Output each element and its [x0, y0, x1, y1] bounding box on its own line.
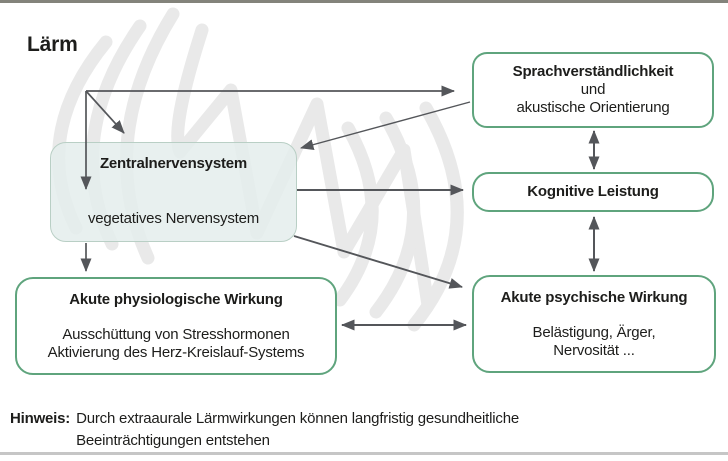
cns-box-title: Zentralnervensystem	[99, 155, 248, 172]
footnote: Hinweis: Durch extraaurale Lärmwirkungen…	[10, 408, 519, 452]
speech-box-line2: und	[580, 81, 606, 98]
page-title: Lärm	[27, 33, 78, 56]
acute-physiological-effect-box: Akute physiologische Wirkung Ausschüttun…	[15, 277, 337, 375]
central-nervous-system-box: Zentralnervensystem vegetatives Nervensy…	[50, 142, 297, 242]
psych-box-line2: Belästigung, Ärger,	[532, 323, 656, 341]
spacer	[474, 307, 714, 324]
top-divider	[0, 0, 728, 3]
acute-psychological-effect-box: Akute psychische Wirkung Belästigung, Är…	[472, 275, 716, 373]
cognitive-performance-box: Kognitive Leistung	[472, 172, 714, 212]
bottom-divider	[0, 452, 728, 455]
speech-intelligibility-box: Sprachverständlichkeit und akustische Or…	[472, 52, 714, 128]
cns-box-subtitle: vegetatives Nervensystem	[87, 210, 260, 227]
physio-box-line2: Ausschüttung von Stresshormonen	[62, 325, 290, 343]
footnote-line1: Durch extraaurale Lärmwirkungen können l…	[76, 410, 519, 427]
psych-box-title: Akute psychische Wirkung	[500, 288, 688, 306]
speech-box-line3: akustische Orientierung	[516, 99, 670, 116]
physio-box-title: Akute physiologische Wirkung	[69, 290, 283, 308]
footnote-label: Hinweis:	[10, 410, 71, 427]
speech-box-title: Sprachverständlichkeit	[512, 63, 674, 80]
psych-box-line3: Nervosität ...	[553, 341, 635, 359]
cognitive-box-title: Kognitive Leistung	[527, 183, 659, 200]
physio-box-line3: Aktivierung des Herz-Kreislauf-Systems	[47, 343, 305, 361]
footnote-line2: Beeinträchtigungen entstehen	[76, 432, 270, 449]
footnote-text: Durch extraaurale Lärmwirkungen können l…	[76, 408, 519, 452]
spacer	[17, 309, 335, 326]
